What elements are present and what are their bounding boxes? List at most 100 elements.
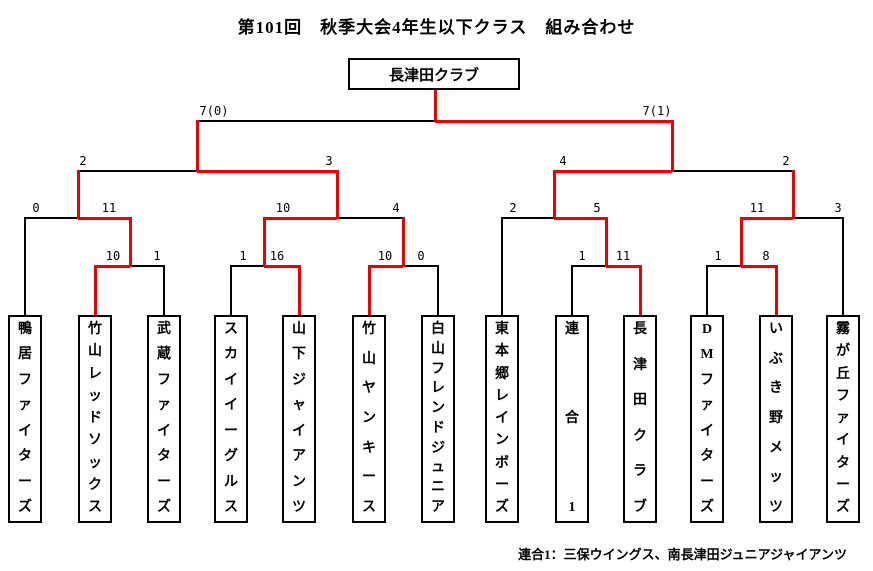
team-name-char: 山 xyxy=(431,341,445,357)
score-label: 4 xyxy=(392,201,400,215)
score-label: 11 xyxy=(615,249,631,263)
bracket-line xyxy=(262,217,266,267)
team-name-char: 野 xyxy=(769,410,783,426)
team-name-char: フ xyxy=(700,372,714,388)
team-box: 竹山レッドソックス xyxy=(78,315,112,523)
team-name-char: イ xyxy=(224,398,238,414)
bracket-line-team-stub xyxy=(638,265,642,316)
bracket-line xyxy=(335,170,339,219)
bracket-line xyxy=(76,170,80,219)
team-box: スカイイーグルス xyxy=(214,315,248,523)
score-label: 1 xyxy=(153,249,161,263)
bracket-line-team-stub xyxy=(367,265,371,316)
team-name-char: 東 xyxy=(495,322,509,337)
team-name-char: が xyxy=(836,344,850,360)
team-name-char: 山 xyxy=(292,322,306,337)
bracket-line-team-stub xyxy=(571,265,573,316)
team-name-char: ズ xyxy=(700,499,714,515)
team-name-char: 竹 xyxy=(362,322,376,337)
bracket-line xyxy=(793,217,843,219)
team-name-char: ジ xyxy=(292,372,306,388)
bracket-line xyxy=(791,170,795,219)
bracket-line xyxy=(231,265,264,267)
bracket-line xyxy=(741,264,776,268)
team-name-char: ラ xyxy=(633,464,647,480)
team-name-char: ュ xyxy=(431,460,445,476)
team-name-char: 白 xyxy=(431,322,445,337)
combined-team-note: 連合1：三保ウイングス、南長津田ジュニアジャイアンツ xyxy=(518,547,847,562)
score-label: 2 xyxy=(509,201,517,215)
score-label: 1 xyxy=(578,249,586,263)
team-name-char: ー xyxy=(157,474,171,490)
team-name-char: ぶ xyxy=(769,351,783,367)
team-name-char: イ xyxy=(836,433,850,449)
bracket-line xyxy=(433,89,437,122)
team-name-char: ヤ xyxy=(362,381,376,397)
team-name-char: フ xyxy=(157,372,171,388)
score-label: 3 xyxy=(325,154,333,168)
team-name-char: ブ xyxy=(633,499,647,515)
team-name-char: M xyxy=(700,347,714,363)
bracket-line-team-stub xyxy=(706,265,708,316)
team-name-char: イ xyxy=(157,423,171,439)
team-name-char: タ xyxy=(700,449,714,465)
team-name-char: 山 xyxy=(88,344,102,360)
team-name-char: ジ xyxy=(431,440,445,456)
team-name-char: 丘 xyxy=(836,366,850,382)
team-name-char: 長 xyxy=(633,322,647,337)
bracket-line xyxy=(502,217,554,219)
team-name-char: 下 xyxy=(292,347,306,363)
team-name-char: 居 xyxy=(18,347,32,363)
bracket-line xyxy=(435,119,672,123)
team-name-char: ン xyxy=(362,410,376,426)
score-label: 0 xyxy=(417,249,425,263)
bracket-line xyxy=(264,216,337,220)
bracket-line-team-stub xyxy=(297,265,301,316)
team-name-char: グ xyxy=(224,449,238,465)
team-name-char: 郷 xyxy=(495,366,509,382)
bracket-line xyxy=(554,216,606,220)
bracket-line xyxy=(25,217,78,219)
score-label: 16 xyxy=(269,249,285,263)
bracket-line xyxy=(552,170,556,219)
score-label: 0 xyxy=(32,201,40,215)
bracket-line xyxy=(78,216,130,220)
team-name-char: タ xyxy=(18,449,32,465)
team-name-char: ー xyxy=(495,477,509,493)
score-label: 5 xyxy=(593,201,601,215)
bracket-line xyxy=(369,264,403,268)
team-name-char: 鴨 xyxy=(18,322,32,337)
team-name-char: ー xyxy=(362,470,376,486)
team-name-char: ッ xyxy=(88,455,102,471)
team-name-char: ス xyxy=(88,500,102,515)
team-name-char: 蔵 xyxy=(157,347,171,363)
bracket-line xyxy=(606,264,640,268)
score-label: 10 xyxy=(275,201,291,215)
team-box: いぶき野メッツ xyxy=(759,315,793,523)
team-name-char: ャ xyxy=(292,398,306,414)
score-label: 1 xyxy=(239,249,247,263)
team-name-char: ス xyxy=(224,322,238,337)
team-name-char: ク xyxy=(633,428,647,444)
team-name-char: 山 xyxy=(362,351,376,367)
team-name-char: 本 xyxy=(495,344,509,360)
score-label: 1 xyxy=(714,249,722,263)
team-name-char: ン xyxy=(495,433,509,449)
bracket-line-team-stub xyxy=(501,217,503,316)
bracket-line xyxy=(672,170,793,172)
bracket-line xyxy=(572,265,606,267)
bracket-line xyxy=(130,265,164,267)
team-box: 山下ジャイアンツ xyxy=(282,315,316,523)
team-name-char: ー xyxy=(18,474,32,490)
team-name-char: ァ xyxy=(836,411,850,426)
team-name-char: ア xyxy=(292,449,306,465)
bracket-line xyxy=(741,216,793,220)
bracket-line-team-stub xyxy=(437,265,439,316)
team-name-char: ツ xyxy=(769,499,783,515)
team-name-char: ズ xyxy=(495,500,509,515)
team-name-char: フ xyxy=(431,361,445,377)
team-name-char: イ xyxy=(292,423,306,439)
bracket-line xyxy=(604,217,608,267)
team-name-char: 霧 xyxy=(836,322,850,337)
